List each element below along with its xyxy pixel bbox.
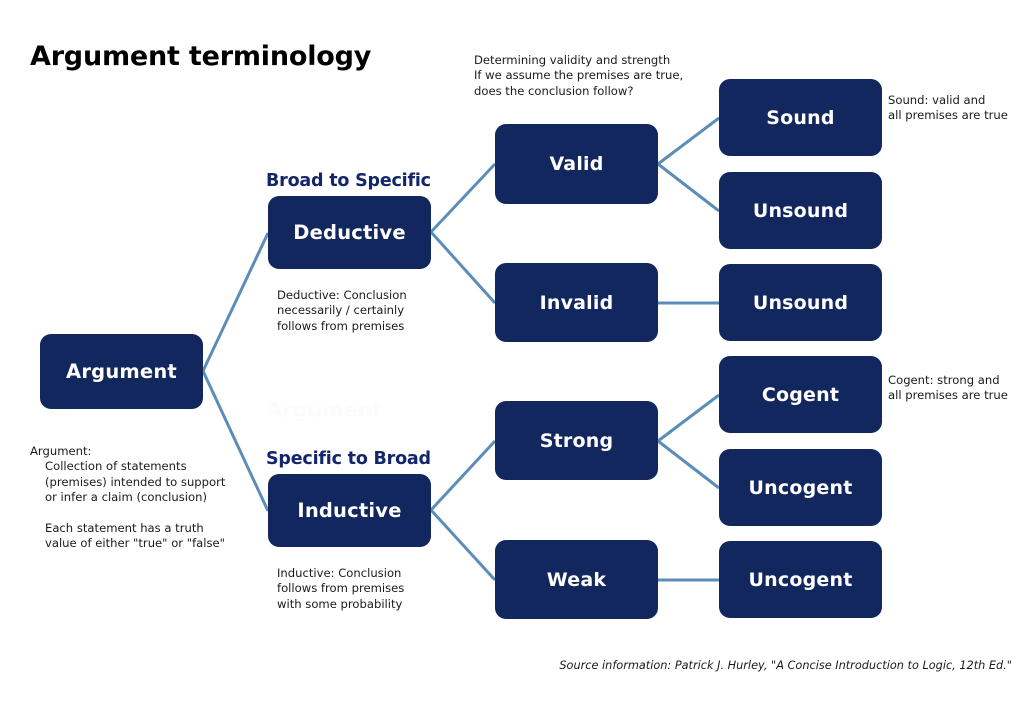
node-cogent-label: Cogent: [761, 383, 840, 406]
edge-valid-unsound: [657, 162, 720, 213]
page-title: Argument terminology: [30, 41, 372, 72]
node-valid[interactable]: Valid: [495, 124, 658, 204]
node-deductive[interactable]: Deductive: [268, 196, 431, 269]
note-argument-heading: Argument:: [30, 444, 92, 458]
edge-deductive-valid: [429, 162, 497, 234]
edge-strong-cogent: [657, 393, 720, 443]
node-uncogent-from-weak[interactable]: Uncogent: [719, 541, 882, 618]
source-information: Source information: Patrick J. Hurley, "…: [559, 659, 1012, 672]
node-deductive-label: Deductive: [293, 221, 406, 244]
node-uncogent-from-weak-label: Uncogent: [748, 568, 853, 591]
node-valid-label: Valid: [549, 153, 604, 175]
edge-valid-sound: [657, 116, 720, 166]
node-weak-label: Weak: [546, 568, 607, 591]
branch-label-specific-to-broad: Specific to Broad: [266, 449, 431, 469]
note-argument-body-2: Each statement has a truth value of eith…: [45, 520, 225, 551]
node-sound[interactable]: Sound: [719, 79, 882, 156]
node-invalid[interactable]: Invalid: [495, 263, 658, 342]
note-argument-body-1: Collection of statements (premises) inte…: [45, 459, 226, 505]
edge-argument-inductive: [201, 370, 270, 512]
node-weak[interactable]: Weak: [495, 540, 658, 619]
node-inductive[interactable]: Inductive: [268, 474, 431, 547]
node-argument-label: Argument: [66, 360, 177, 383]
node-argument[interactable]: Argument: [40, 334, 203, 409]
note-argument-definition: Argument: Collection of statements (prem…: [30, 444, 235, 551]
branch-label-broad-to-specific: Broad to Specific: [266, 171, 431, 191]
node-uncogent-from-strong[interactable]: Uncogent: [719, 449, 882, 526]
node-strong[interactable]: Strong: [495, 401, 658, 480]
node-unsound-from-valid-label: Unsound: [752, 199, 849, 222]
node-unsound-from-invalid[interactable]: Unsound: [719, 264, 882, 341]
node-invalid-label: Invalid: [539, 291, 614, 314]
node-unsound-from-valid[interactable]: Unsound: [719, 172, 882, 249]
node-uncogent-from-strong-label: Uncogent: [748, 476, 853, 499]
edge-argument-deductive: [201, 232, 270, 372]
edge-inductive-weak: [429, 508, 497, 582]
node-inductive-label: Inductive: [297, 499, 402, 522]
node-unsound-from-invalid-label: Unsound: [752, 291, 849, 314]
node-cogent[interactable]: Cogent: [719, 356, 882, 433]
edge-deductive-invalid: [429, 230, 497, 305]
node-sound-label: Sound: [766, 106, 835, 129]
ghost-watermark-text: Argument: [266, 398, 383, 422]
edge-inductive-strong: [429, 439, 497, 512]
edge-strong-uncogent: [657, 439, 720, 490]
node-strong-label: Strong: [539, 429, 614, 452]
